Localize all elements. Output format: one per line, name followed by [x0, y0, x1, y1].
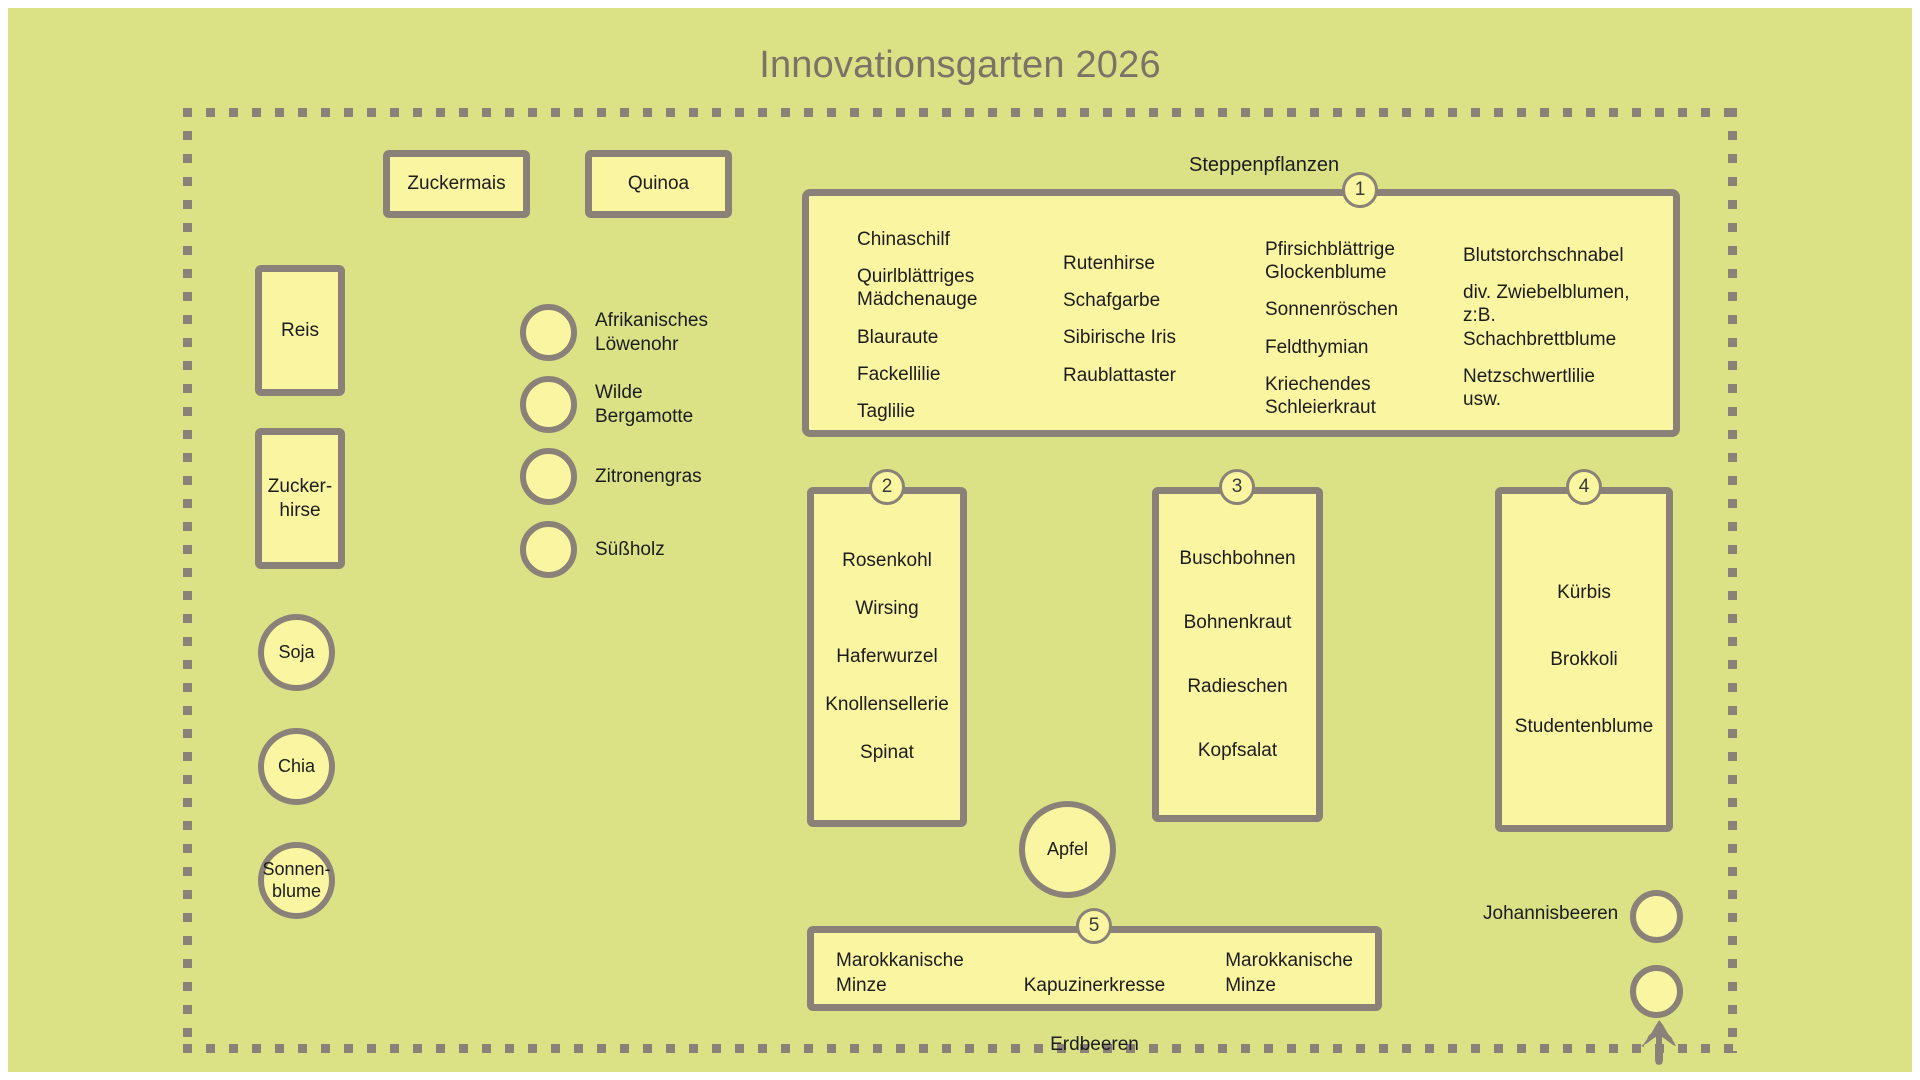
bed-number-badge-2: 2 [869, 469, 905, 505]
steppe-plant: Rutenhirse [1063, 253, 1155, 274]
legend-circle-icon [520, 521, 577, 578]
steppe-plant: Chinaschilf [857, 229, 950, 250]
circle-chia-label: Chia [277, 755, 316, 776]
circle-soja-label: Soja [278, 641, 315, 662]
steppe-plant: Blauraute [857, 326, 939, 348]
bed-reis-label: Reis [280, 319, 319, 341]
steppe-plant: Feldthymian [1265, 336, 1369, 358]
crop-label: Studentenblume [1514, 715, 1654, 737]
crop-label: Wirsing [855, 598, 919, 619]
bed-quinoa[interactable]: Quinoa [585, 150, 732, 218]
bed-5-left-label: Marokkanische Minze [836, 950, 964, 996]
crop-label: Rosenkohl [842, 550, 932, 571]
circle-chia[interactable]: Chia [258, 728, 335, 805]
steppe-plant: Schafgarbe [1063, 290, 1161, 312]
steppe-column-4: Blutstorchschnabel div. Zwiebelblumen, z… [1449, 218, 1647, 410]
bed-5-middle-bottom-label: Erdbeeren [1050, 1034, 1139, 1056]
legend-item-suessholz[interactable]: Süßholz [520, 521, 665, 578]
bed-5-middle: Kapuzinerkresse Erdbeeren [1024, 949, 1166, 1072]
bed-5-right-label: Marokkanische Minze [1225, 950, 1353, 996]
bed-2-crop-list: Rosenkohl Wirsing Haferwurzel Knollensel… [825, 550, 949, 764]
legend-label: Wilde Bergamotte [595, 382, 694, 427]
legend-circle-icon [520, 448, 577, 505]
bed-number-badge-4: 4 [1566, 469, 1602, 505]
steppe-plant: Taglilie [857, 400, 916, 422]
bed-2[interactable]: Rosenkohl Wirsing Haferwurzel Knollensel… [807, 487, 967, 827]
steppe-plant: Blutstorchschnabel [1463, 245, 1624, 266]
steppe-plant: Fackellilie [857, 363, 941, 385]
garden-canvas: Innovationsgarten 2026 Zuckermais Quinoa… [8, 8, 1912, 1072]
circle-soja[interactable]: Soja [258, 614, 335, 691]
crop-label: Kopfsalat [1197, 739, 1278, 761]
crop-label: Buschbohnen [1179, 547, 1296, 569]
steppe-plant: Quirlblättriges Mädchenauge [857, 266, 978, 311]
north-arrow-icon [1638, 1018, 1680, 1066]
steppe-column-2: Rutenhirse Schafgarbe Sibirische Iris Ra… [1041, 218, 1247, 408]
steppe-plant: Sonnenröschen [1265, 299, 1399, 321]
johannisbeeren-label: Johannisbeeren [1483, 903, 1619, 924]
steppe-plant: Kriechendes Schleierkraut [1265, 373, 1376, 418]
bed-4[interactable]: Kürbis Brokkoli Studentenblume [1495, 487, 1673, 832]
circle-apfel-label: Apfel [1046, 838, 1089, 859]
page-title: Innovationsgarten 2026 [759, 44, 1161, 86]
crop-label: Haferwurzel [836, 646, 938, 667]
bed-5-middle-top-label: Kapuzinerkresse [1023, 974, 1166, 996]
legend-circle-icon [520, 304, 577, 361]
steppe-plant: Raublattaster [1063, 364, 1177, 386]
legend-item-afrikanisches-loewenohr[interactable]: Afrikanisches Löwenohr [520, 304, 708, 361]
bed-zuckerhirse-label: Zucker- hirse [267, 475, 333, 521]
crop-label: Kürbis [1557, 581, 1611, 603]
crop-label: Radieschen [1187, 675, 1288, 697]
bed-number-badge-1: 1 [1342, 172, 1378, 208]
legend-label: Afrikanisches Löwenohr [595, 310, 708, 355]
steppe-plant: div. Zwiebelblumen, z:B. Schachbrettblum… [1463, 282, 1630, 350]
bed-steppenpflanzen[interactable]: Chinaschilf Quirlblättriges Mädchenauge … [802, 189, 1680, 437]
steppe-plant: Netzschwertlilie usw. [1463, 365, 1595, 410]
bed-3-crop-list: Buschbohnen Bohnenkraut Radieschen Kopfs… [1179, 548, 1295, 762]
crop-label: Knollensellerie [825, 694, 949, 715]
crop-label: Spinat [860, 742, 914, 763]
steppe-plant: Sibirische Iris [1063, 327, 1176, 349]
circle-johannisbeeren-2[interactable] [1630, 965, 1683, 1018]
circle-apfel[interactable]: Apfel [1019, 801, 1116, 898]
crop-label: Brokkoli [1550, 648, 1618, 670]
bed-quinoa-label: Quinoa [627, 173, 690, 195]
bed-number-badge-3: 3 [1219, 469, 1255, 505]
bed-zuckermais-label: Zuckermais [407, 173, 506, 195]
crop-label: Bohnenkraut [1183, 611, 1292, 633]
bed-reis[interactable]: Reis [255, 265, 345, 396]
steppe-column-1: Chinaschilf Quirlblättriges Mädchenauge … [835, 218, 1041, 422]
bed-number-badge-5: 5 [1076, 908, 1112, 944]
bed-3[interactable]: Buschbohnen Bohnenkraut Radieschen Kopfs… [1152, 487, 1323, 822]
bed-zuckermais[interactable]: Zuckermais [383, 150, 530, 218]
legend-item-wilde-bergamotte[interactable]: Wilde Bergamotte [520, 376, 693, 433]
legend-circle-icon [520, 376, 577, 433]
circle-johannisbeeren-1[interactable] [1630, 890, 1683, 943]
bed-zuckerhirse[interactable]: Zucker- hirse [255, 428, 345, 569]
legend-item-zitronengras[interactable]: Zitronengras [520, 448, 702, 505]
steppe-column-3: Pfirsichblättrige Glockenblume Sonnenrös… [1247, 218, 1449, 418]
steppe-plant: Pfirsichblättrige Glockenblume [1265, 239, 1395, 284]
circle-sonnenblume-label: Sonnen- blume [262, 858, 331, 901]
legend-label: Süßholz [595, 538, 665, 560]
circle-sonnenblume[interactable]: Sonnen- blume [258, 842, 335, 919]
legend-label: Zitronengras [595, 465, 702, 487]
steppe-bed-title: Steppenpflanzen [1189, 154, 1340, 176]
bed-4-crop-list: Kürbis Brokkoli Studentenblume [1515, 582, 1653, 738]
